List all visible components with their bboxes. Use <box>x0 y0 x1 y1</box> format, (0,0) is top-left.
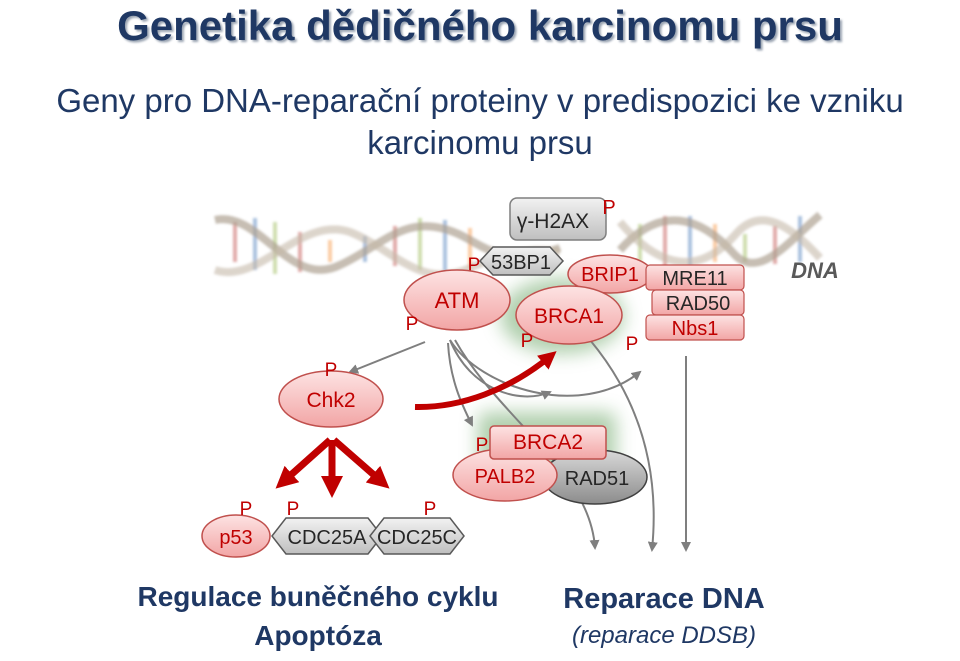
outcome-repair-line1: Reparace DNA <box>563 583 765 615</box>
phospho-atm: P <box>406 314 419 335</box>
outcome-cycle-line1: Regulace buněčného cyklu <box>138 581 499 612</box>
svg-text:53BP1: 53BP1 <box>491 252 551 274</box>
atm-node: ATM P <box>403 269 511 335</box>
h2ax-node: γ-H2AX P <box>509 197 616 241</box>
svg-text:ATM: ATM <box>435 288 480 313</box>
phospho-nbs1: P <box>626 334 639 355</box>
outcome-cycle-line2: Apoptóza <box>254 620 382 651</box>
svg-text:BRCA2: BRCA2 <box>513 431 583 454</box>
subtitle-line-2: karcinomu prsu <box>367 124 593 161</box>
page-title: Genetika dědičného karcinomu prsu <box>117 2 843 49</box>
palb2-node: PALB2 <box>452 448 558 502</box>
dna-label: DNA <box>791 258 839 283</box>
phospho-cdc25c: P <box>424 499 437 520</box>
phospho-brca1: P <box>521 331 534 352</box>
brca2-node: BRCA2 P <box>476 425 607 460</box>
outcome-dna-repair: Reparace DNA (reparace DDSB) <box>563 583 765 649</box>
nbs1-label: Nbs1 <box>672 318 719 340</box>
phospho-brca2: P <box>476 435 489 456</box>
p53-node: p53 P <box>201 499 271 558</box>
mrn-complex: MRE11 RAD50 Nbs1 P <box>626 264 745 355</box>
phospho-h2ax: P <box>602 197 615 219</box>
phospho-p53: P <box>240 499 253 520</box>
mre11-label: MRE11 <box>662 268 727 290</box>
chk2-node: Chk2 P <box>278 360 384 428</box>
brip1-node: BRIP1 <box>567 254 653 294</box>
svg-text:PALB2: PALB2 <box>475 466 536 488</box>
phospho-cdc25a: P <box>287 499 300 520</box>
53bp1-node: 53BP1 P <box>468 246 565 276</box>
svg-text:BRIP1: BRIP1 <box>581 264 639 286</box>
svg-text:Chk2: Chk2 <box>306 389 355 412</box>
rad50-label: RAD50 <box>666 293 730 315</box>
svg-text:CDC25A: CDC25A <box>288 527 368 549</box>
cdc25a-node: CDC25A P <box>271 499 383 555</box>
cdc25c-node: CDC25C P <box>369 499 465 555</box>
outcome-repair-line2: (reparace DDSB) <box>572 622 756 649</box>
chk2-red-arrows <box>275 437 390 498</box>
svg-text:CDC25C: CDC25C <box>377 527 457 549</box>
svg-text:RAD51: RAD51 <box>565 468 629 490</box>
chk2-to-brca1-arrow <box>414 351 557 411</box>
brca1-node: BRCA1 P <box>515 285 623 352</box>
svg-text:BRCA1: BRCA1 <box>534 305 604 328</box>
page-subtitle: Geny pro DNA-reparační proteiny v predis… <box>0 80 960 164</box>
phospho-chk2: P <box>325 360 338 381</box>
outcome-cell-cycle: Regulace buněčného cyklu Apoptóza <box>138 581 499 651</box>
svg-text:γ-H2AX: γ-H2AX <box>517 210 589 233</box>
subtitle-line-1: Geny pro DNA-reparační proteiny v predis… <box>56 82 904 119</box>
svg-text:p53: p53 <box>219 527 252 549</box>
